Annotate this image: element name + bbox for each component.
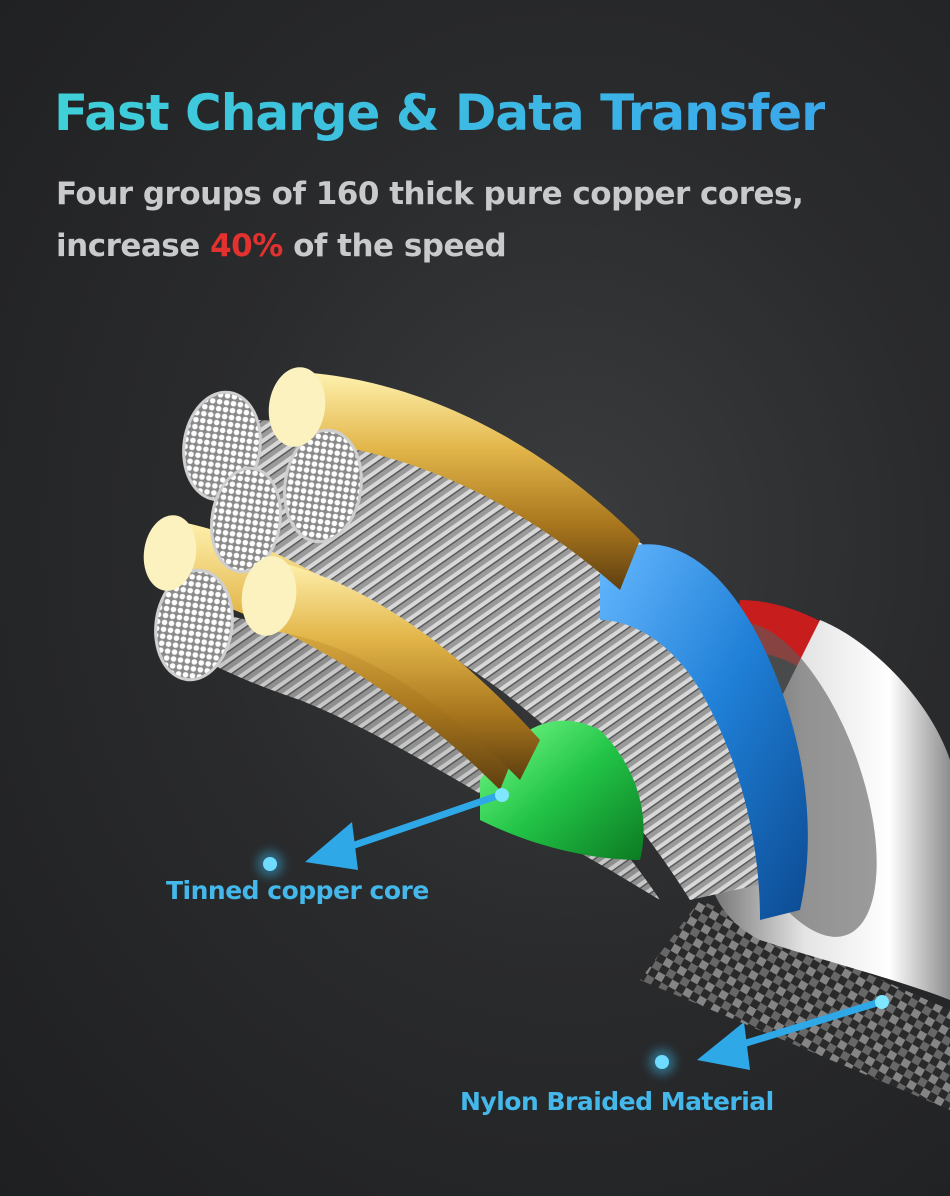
page-subtitle: Four groups of 160 thick pure copper cor… — [56, 168, 804, 272]
core-callout-arrow — [305, 788, 509, 870]
subtitle-line-2-end: of the speed — [282, 228, 507, 264]
subtitle-line-2-start: increase — [56, 228, 211, 264]
subtitle-line-1: Four groups of 160 thick pure copper cor… — [56, 176, 804, 212]
nylon-braid-jacket — [640, 900, 950, 1110]
braid-callout-dot — [655, 1055, 669, 1069]
copper-core-ends — [143, 367, 363, 682]
page-title: Fast Charge & Data Transfer — [54, 84, 826, 142]
subtitle-line-2: increase 40% of the speed — [56, 220, 803, 272]
blue-wire — [600, 544, 808, 920]
braid-callout-arrow — [697, 995, 889, 1070]
speed-percentage: 40% — [210, 228, 283, 264]
tinned-core-label: Tinned copper core — [166, 876, 429, 905]
nylon-braid-label: Nylon Braided Material — [460, 1087, 774, 1116]
core-callout-dot — [263, 857, 277, 871]
